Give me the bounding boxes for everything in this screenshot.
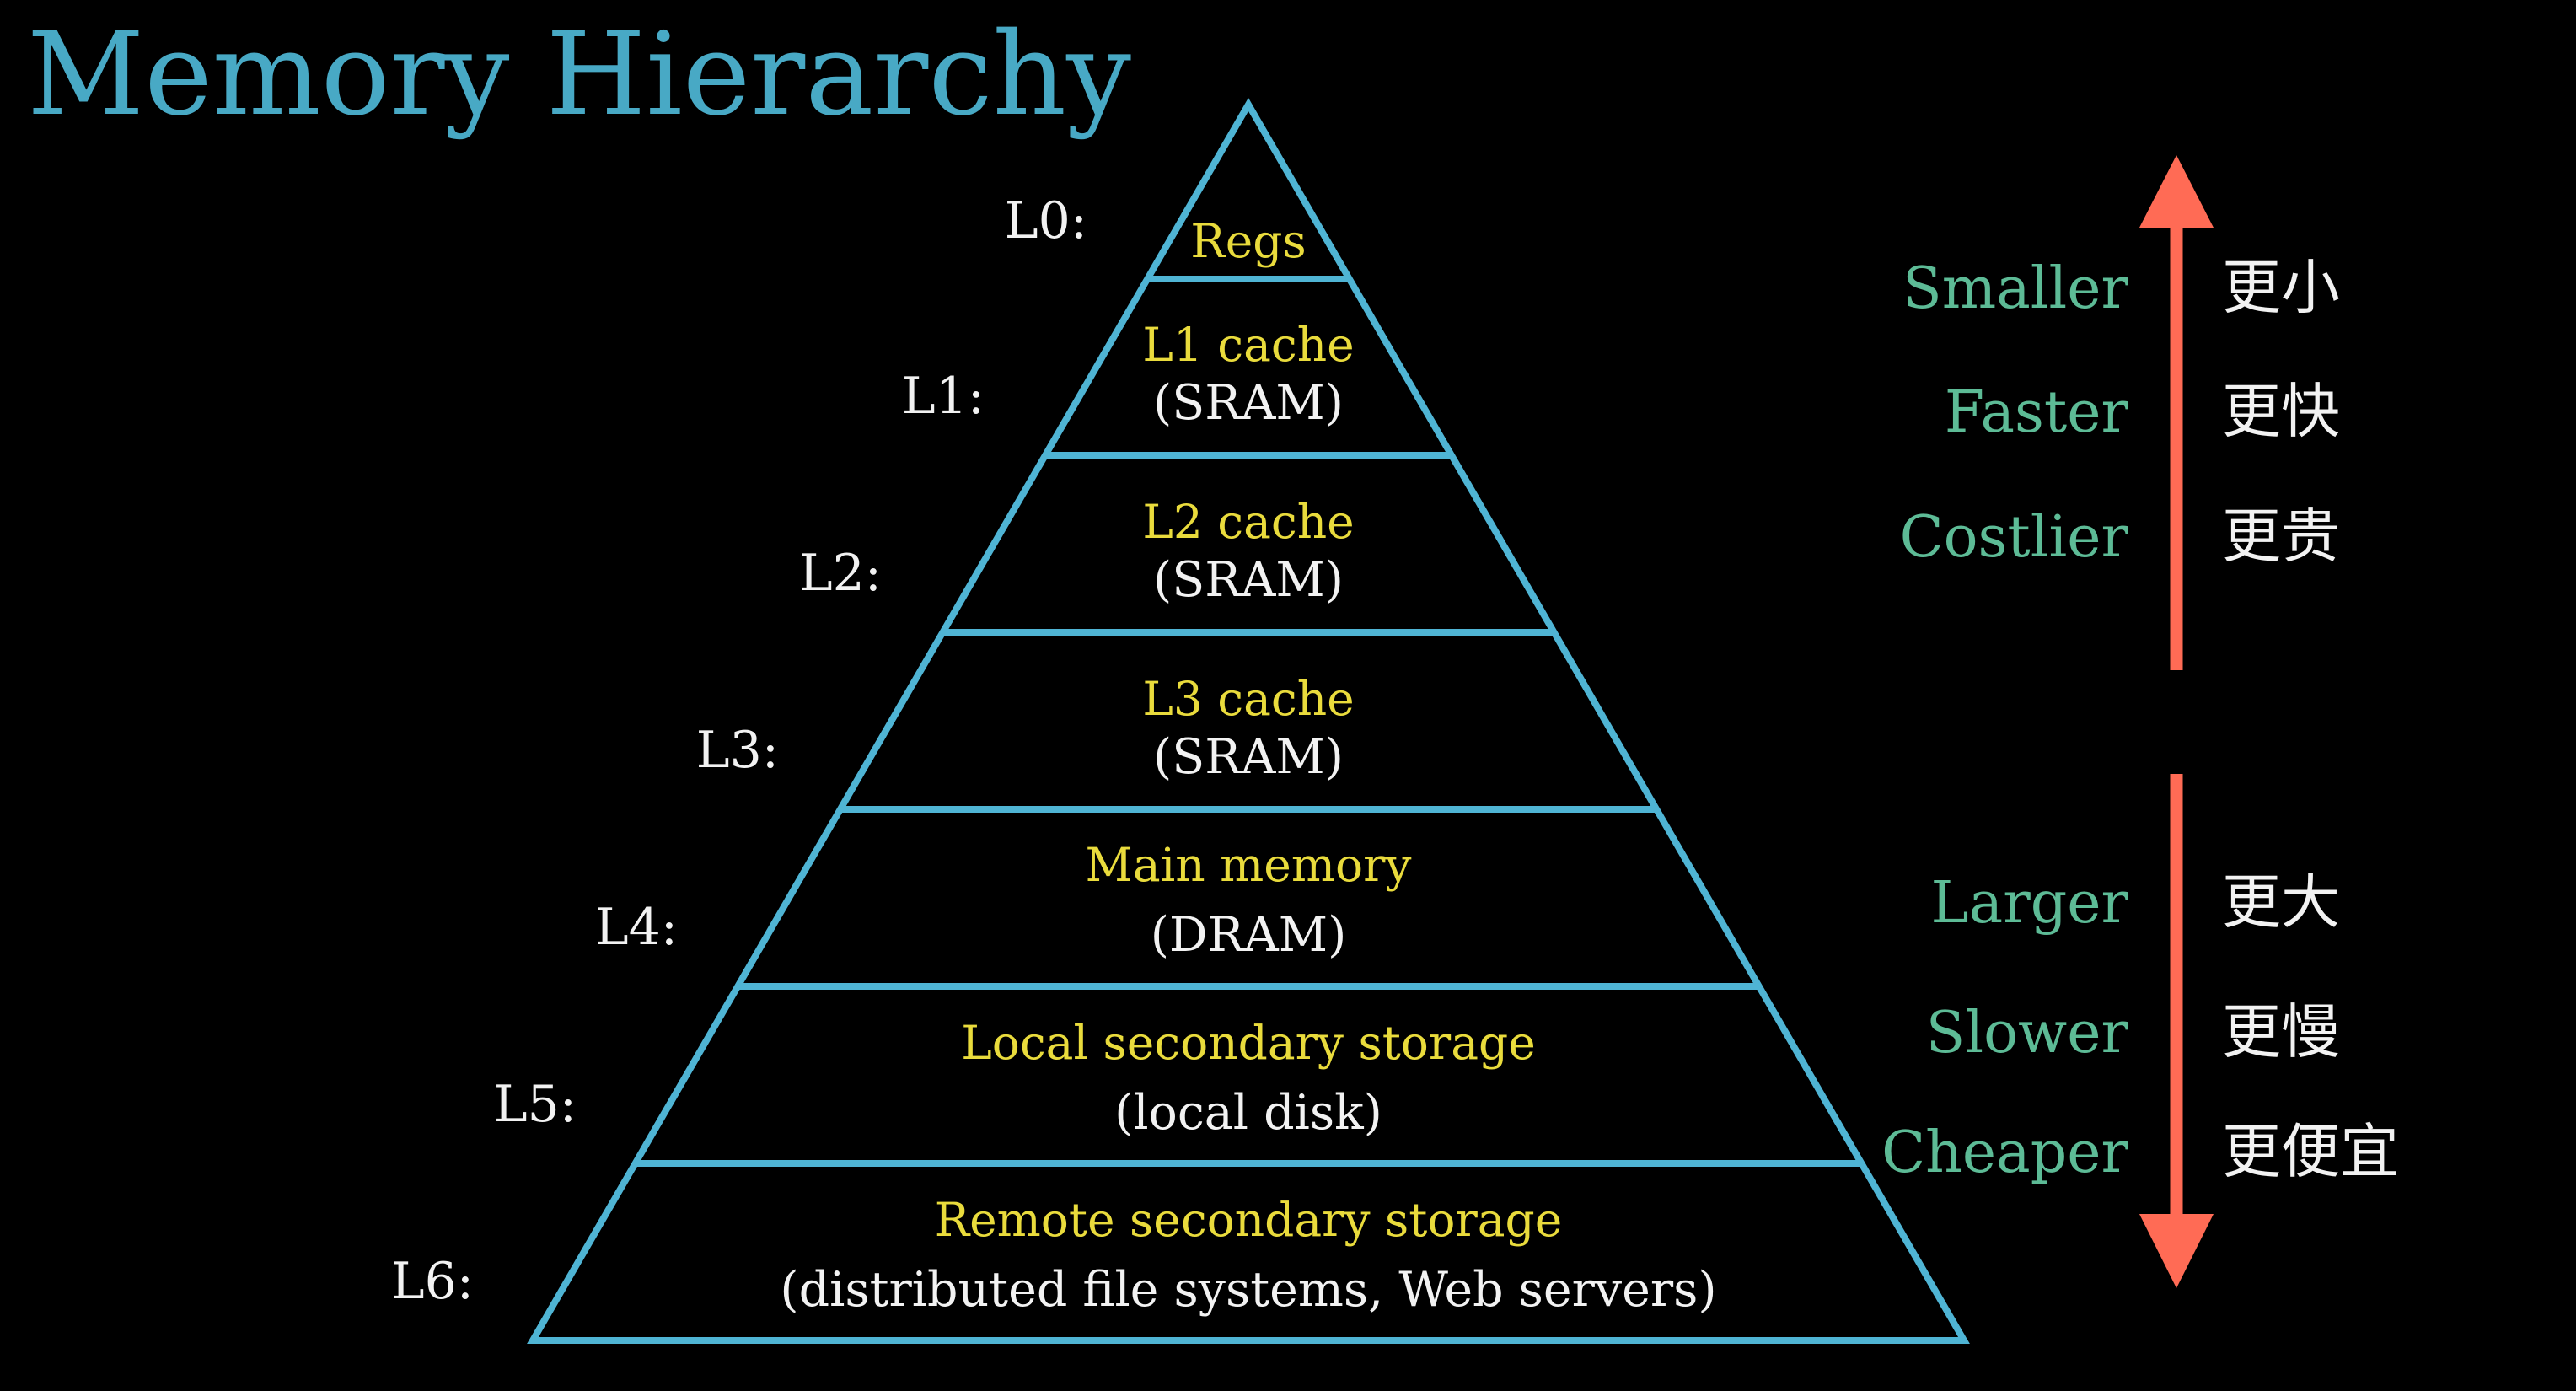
tier-sub-l1: (SRAM) bbox=[1153, 375, 1344, 431]
property-slower: Slower bbox=[1926, 1000, 2129, 1066]
tier-sub-l2: (SRAM) bbox=[1153, 552, 1344, 608]
property-faster: Faster bbox=[1945, 379, 2129, 446]
level-label-l5: L5: bbox=[494, 1075, 577, 1134]
tier-sub-l3: (SRAM) bbox=[1153, 729, 1344, 785]
level-label-l1: L1: bbox=[902, 367, 985, 426]
level-label-l3: L3: bbox=[696, 721, 779, 780]
level-labels: L0: L1: L2: L3: L4: L5: L6: bbox=[391, 191, 1087, 1311]
tier-sub-l6: (distributed file systems, Web servers) bbox=[780, 1262, 1716, 1318]
property-faster-zh: 更快 bbox=[2222, 377, 2340, 446]
tier-name-l0: Regs bbox=[1190, 214, 1306, 268]
property-larger-zh: 更大 bbox=[2222, 867, 2340, 937]
property-costlier-zh: 更贵 bbox=[2222, 502, 2340, 571]
property-smaller: Smaller bbox=[1902, 255, 2128, 322]
tier-sub-l5: (local disk) bbox=[1114, 1085, 1382, 1141]
property-cheaper-zh: 更便宜 bbox=[2222, 1117, 2399, 1186]
tier-sub-l4: (DRAM) bbox=[1151, 907, 1347, 963]
level-label-l0: L0: bbox=[1005, 191, 1087, 250]
property-slower-zh: 更慢 bbox=[2222, 997, 2340, 1066]
level-label-l4: L4: bbox=[595, 898, 678, 957]
tier-name-l6: Remote secondary storage bbox=[935, 1193, 1563, 1247]
arrow-up-icon bbox=[2139, 155, 2214, 670]
page-title: Memory Hierarchy bbox=[27, 8, 1131, 142]
pyramid-tiers: Regs L1 cache (SRAM) L2 cache (SRAM) L3 … bbox=[780, 214, 1716, 1318]
properties-upward: Smaller 更小 Faster 更快 Costlier 更贵 bbox=[1900, 253, 2340, 571]
property-cheaper: Cheaper bbox=[1881, 1120, 2128, 1186]
pyramid-outline bbox=[527, 98, 1970, 1344]
tier-name-l2: L2 cache bbox=[1142, 495, 1354, 549]
tier-name-l5: Local secondary storage bbox=[961, 1016, 1536, 1070]
tier-name-l3: L3 cache bbox=[1142, 672, 1354, 726]
level-label-l2: L2: bbox=[799, 544, 882, 603]
arrow-down-icon bbox=[2139, 774, 2214, 1288]
pyramid bbox=[527, 98, 1970, 1344]
property-costlier: Costlier bbox=[1900, 504, 2129, 571]
tier-name-l4: Main memory bbox=[1086, 838, 1412, 892]
properties-downward: Larger 更大 Slower 更慢 Cheaper 更便宜 bbox=[1881, 867, 2399, 1186]
level-label-l6: L6: bbox=[391, 1252, 474, 1311]
property-larger: Larger bbox=[1931, 870, 2129, 937]
tier-name-l1: L1 cache bbox=[1142, 318, 1354, 372]
property-smaller-zh: 更小 bbox=[2222, 253, 2340, 322]
